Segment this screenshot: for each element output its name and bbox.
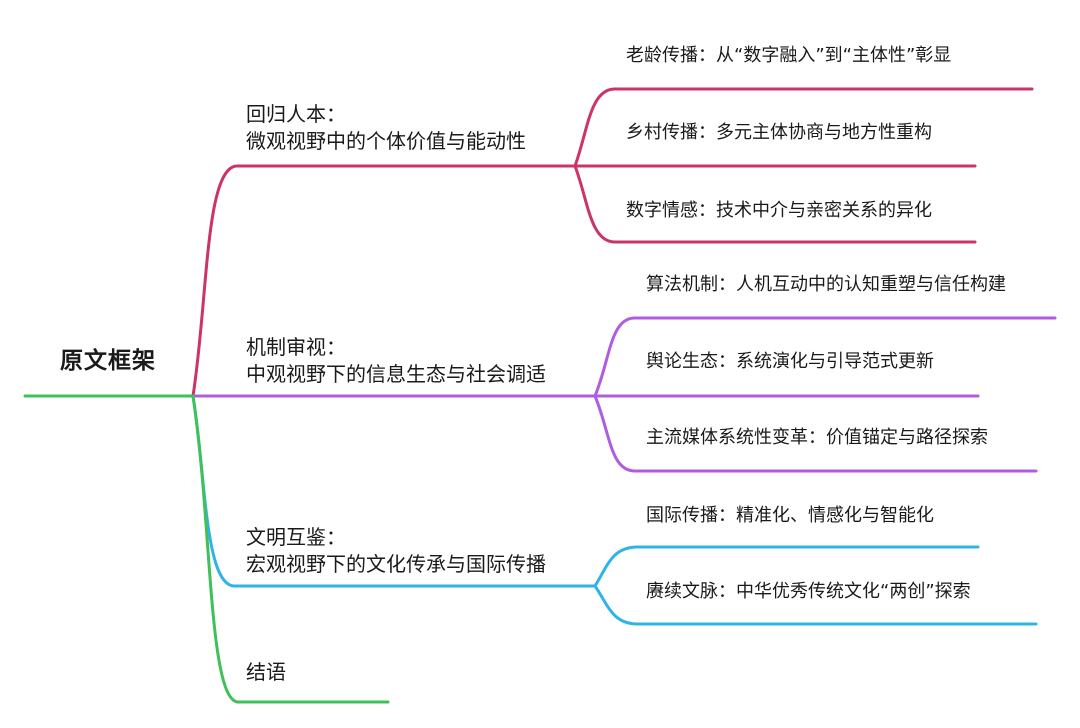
leaf-node-1-2: 乡村传播：多元主体协商与地方性重构 — [626, 122, 932, 143]
branch-2-title: 机制审视： — [246, 335, 346, 359]
branch-1-title: 回归人本： — [246, 102, 346, 126]
branch-node-2: 机制审视： 中观视野下的信息生态与社会调适 — [246, 334, 546, 388]
leaf-2-1-connector — [593, 316, 1057, 398]
branch-4-connector — [191, 394, 390, 704]
leaf-node-1-1: 老龄传播：从“数字融入”到“主体性”彰显 — [626, 45, 952, 66]
branch-3-subtitle: 宏观视野下的文化传承与国际传播 — [246, 552, 546, 576]
leaf-node-1-3: 数字情感：技术中介与亲密关系的异化 — [626, 200, 932, 221]
branch-3-title: 文明互鉴： — [246, 525, 346, 549]
branch-node-3: 文明互鉴： 宏观视野下的文化传承与国际传播 — [246, 524, 546, 578]
leaf-1-3-connector — [573, 164, 977, 244]
branch-node-4: 结语 — [246, 659, 286, 686]
branch-node-1: 回归人本： 微观视野中的个体价值与能动性 — [246, 101, 526, 155]
branch-2-subtitle: 中观视野下的信息生态与社会调适 — [246, 362, 546, 386]
leaf-node-3-2: 赓续文脉：中华优秀传统文化“两创”探索 — [646, 581, 971, 602]
leaf-3-2-connector — [593, 584, 1038, 626]
leaf-1-1-connector — [573, 87, 1034, 168]
leaf-2-3-connector — [593, 394, 1038, 473]
branch-1-subtitle: 微观视野中的个体价值与能动性 — [246, 129, 526, 153]
branch-4-title: 结语 — [246, 660, 286, 684]
leaf-node-2-3: 主流媒体系统性变革：价值锚定与路径探索 — [646, 427, 988, 448]
root-node: 原文框架 — [60, 348, 156, 374]
leaf-node-3-1: 国际传播：精准化、情感化与智能化 — [646, 505, 934, 526]
leaf-node-2-2: 舆论生态：系统演化与引导范式更新 — [646, 351, 934, 372]
leaf-3-1-connector — [593, 545, 980, 588]
leaf-node-2-1: 算法机制：人机互动中的认知重塑与信任构建 — [646, 274, 1006, 295]
branch-1-connector — [191, 164, 577, 398]
